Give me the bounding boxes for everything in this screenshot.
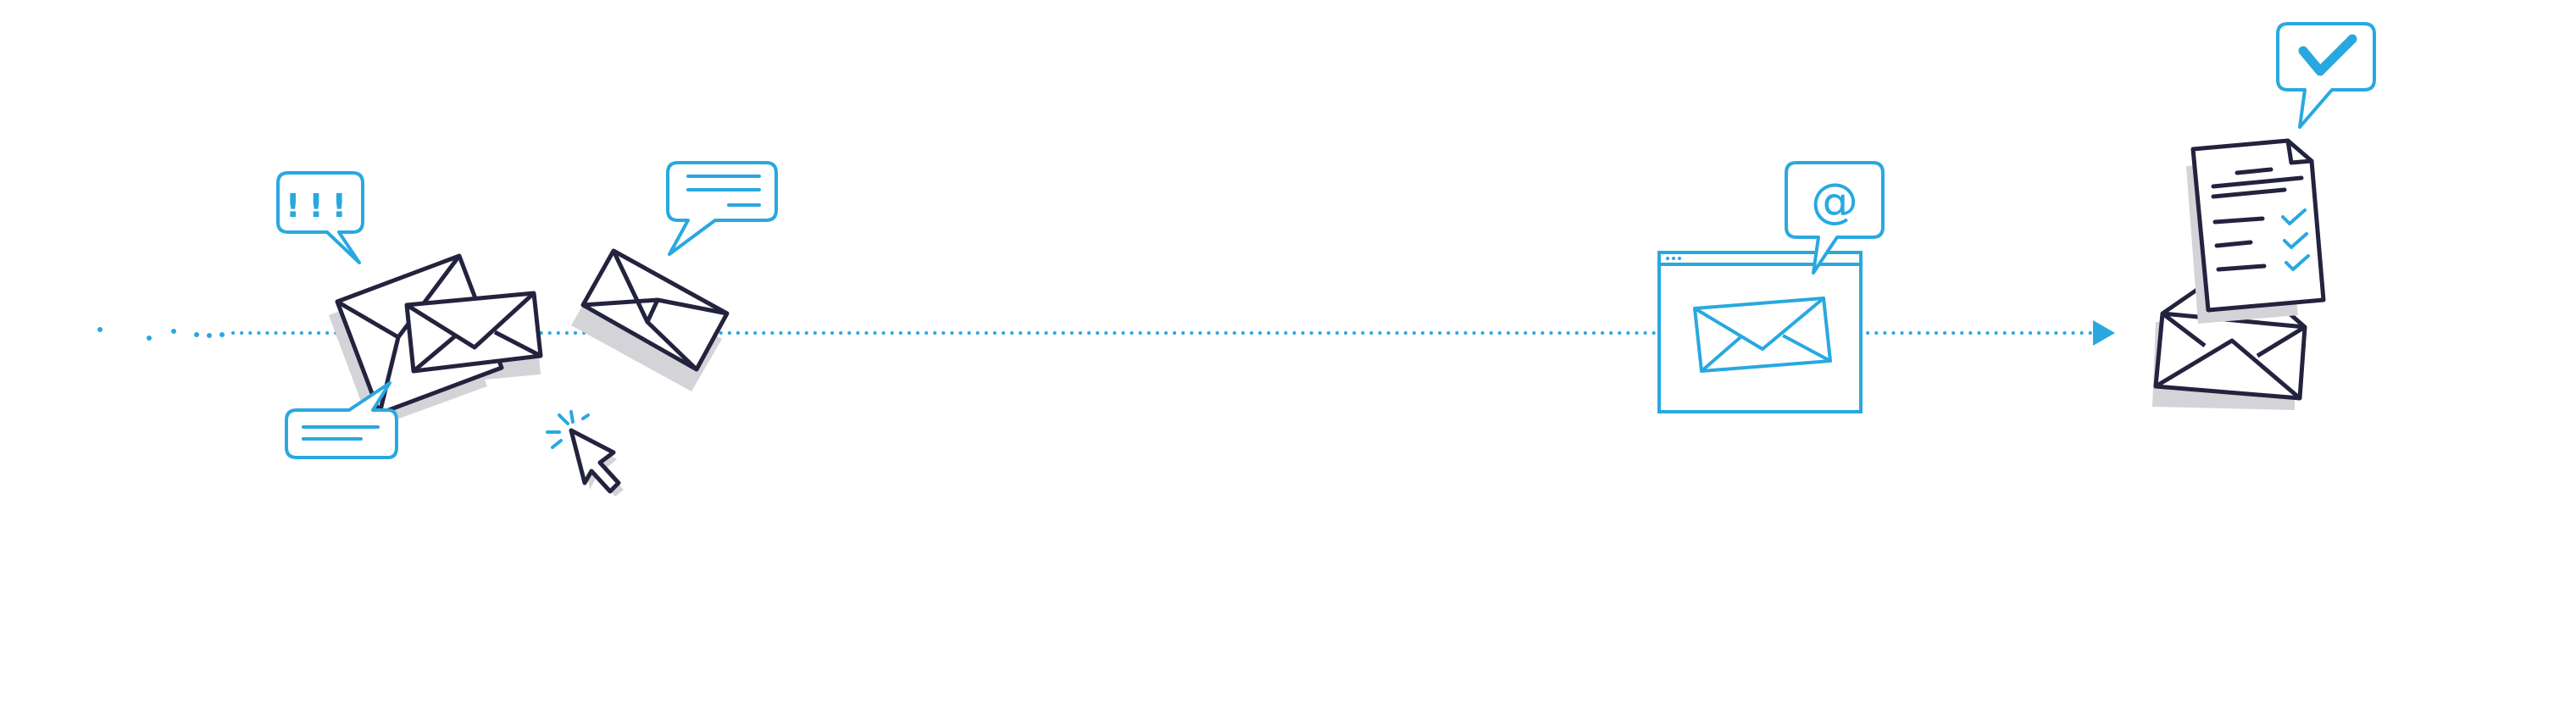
delivered-confirmation	[2152, 22, 2376, 410]
flow-line	[97, 320, 2115, 346]
email-client-window: @	[1657, 161, 1885, 413]
at-chat-bubble-icon: @	[1785, 161, 1885, 275]
checkmark-icon	[2298, 34, 2357, 76]
alert-chat-bubble-icon: !!!	[276, 171, 364, 264]
check-chat-bubble-icon	[2276, 22, 2376, 129]
text-chat-bubble-icon	[666, 161, 778, 256]
envelope-icon	[404, 291, 543, 374]
document-checklist-icon	[2190, 138, 2326, 313]
at-symbol: @	[1811, 174, 1858, 229]
arrow-head-icon	[2093, 320, 2115, 346]
alert-text: !!!	[286, 187, 355, 225]
cursor-icon	[546, 410, 624, 496]
envelope-icon	[580, 248, 730, 372]
incoming-emails: !!!	[276, 161, 778, 496]
envelope-icon	[1693, 297, 1832, 373]
message-chat-bubble-icon	[285, 381, 398, 459]
